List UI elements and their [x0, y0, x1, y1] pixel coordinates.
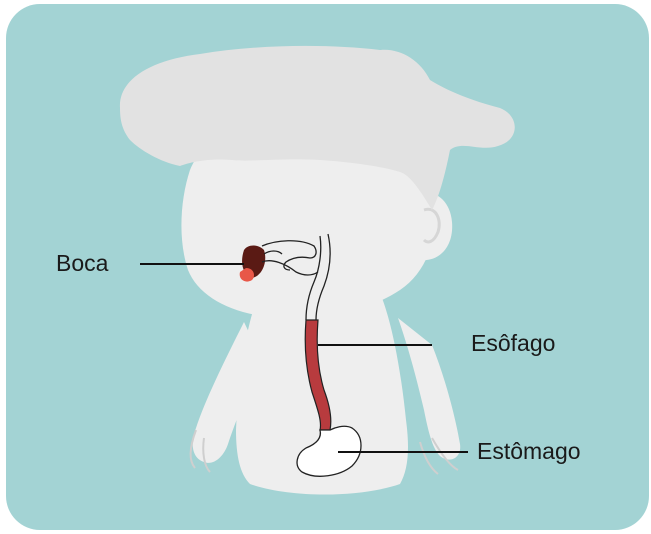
label-boca: Boca: [56, 252, 108, 275]
label-estomago: Estômago: [477, 440, 581, 463]
label-esofago: Esôfago: [471, 332, 555, 355]
